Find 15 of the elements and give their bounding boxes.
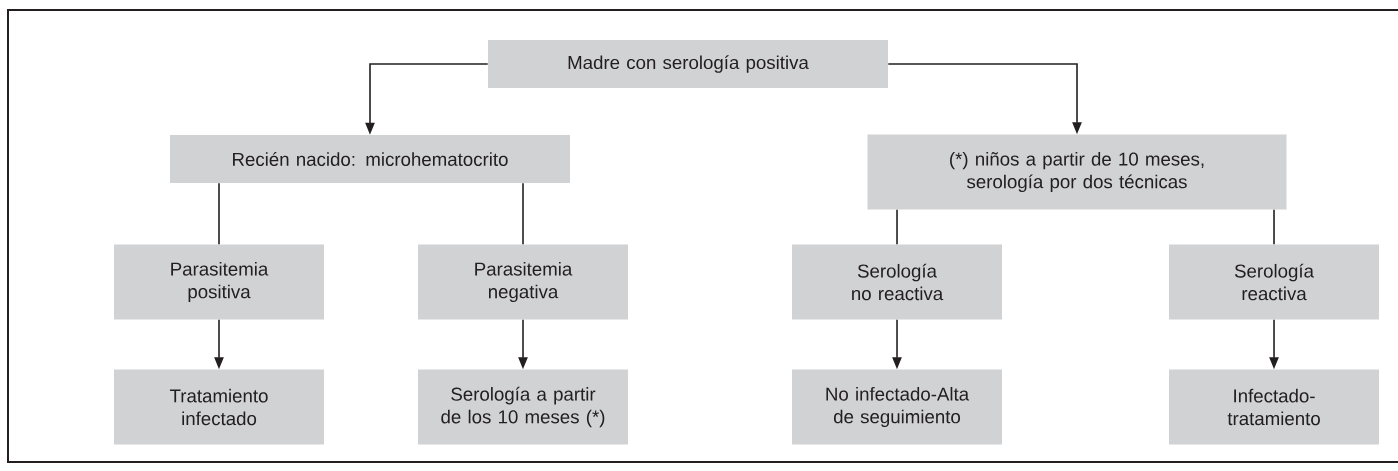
process-box: Recién nacido: microhematocrito xyxy=(170,135,570,183)
process-box: (*) niños a partir de 10 meses, serología por dos técnicas xyxy=(867,134,1287,210)
process-box: Parasitemia positiva xyxy=(114,244,324,320)
connector-line xyxy=(896,208,898,246)
start-box: Madre con serología positiva xyxy=(488,40,888,88)
connector-line xyxy=(218,182,220,246)
connector-line xyxy=(522,182,524,246)
process-box: Serología no reactiva xyxy=(792,244,1002,320)
connector-line xyxy=(1273,208,1275,246)
process-box: Tratamiento infectado xyxy=(114,369,324,445)
process-box: No infectado-Alta de seguimiento xyxy=(792,369,1002,445)
process-box: Parasitemia negativa xyxy=(418,244,628,320)
process-box: Serología a partir de los 10 meses (*) xyxy=(418,369,628,445)
process-box: Infectado-tratamiento xyxy=(1169,369,1379,445)
process-box: Serología reactiva xyxy=(1169,244,1379,320)
